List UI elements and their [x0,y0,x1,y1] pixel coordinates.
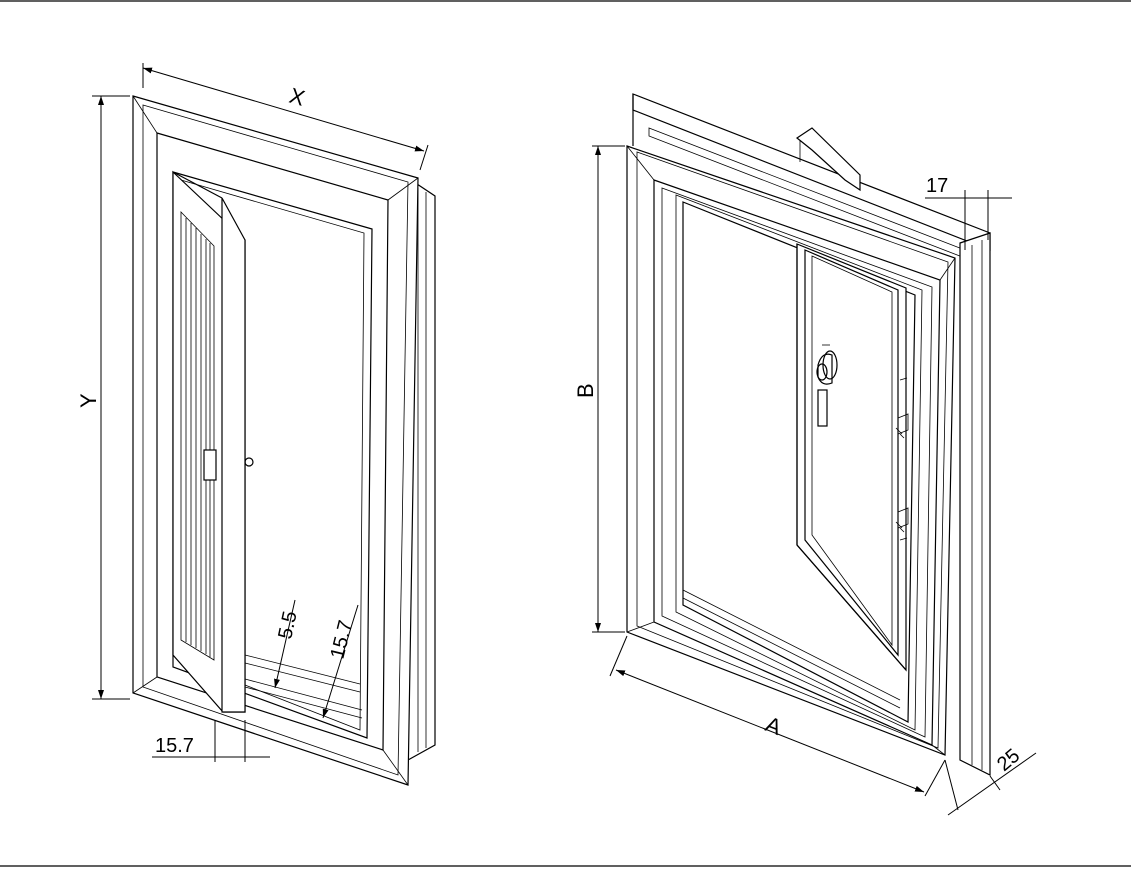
left-door-lock [203,449,217,481]
label-depth-17: 17 [926,175,948,197]
label-depth-25: 25 [993,745,1024,776]
label-y: Y [76,393,101,408]
right-rear-brace [795,127,861,192]
dim-line-a [615,669,925,793]
right-window-handle [816,344,838,427]
label-frame-15-7-outer: 15.7 [155,735,194,757]
right-window-view [626,93,991,776]
dim-line-x [142,67,425,152]
left-door-knob [244,457,254,467]
label-x: X [287,83,308,111]
label-b: B [573,383,598,398]
right-hinges [895,377,909,541]
right-back-flange-side [959,232,991,776]
louvre-slats [180,211,215,661]
left-door-view [132,95,436,786]
dim-line-25 [947,752,1037,816]
